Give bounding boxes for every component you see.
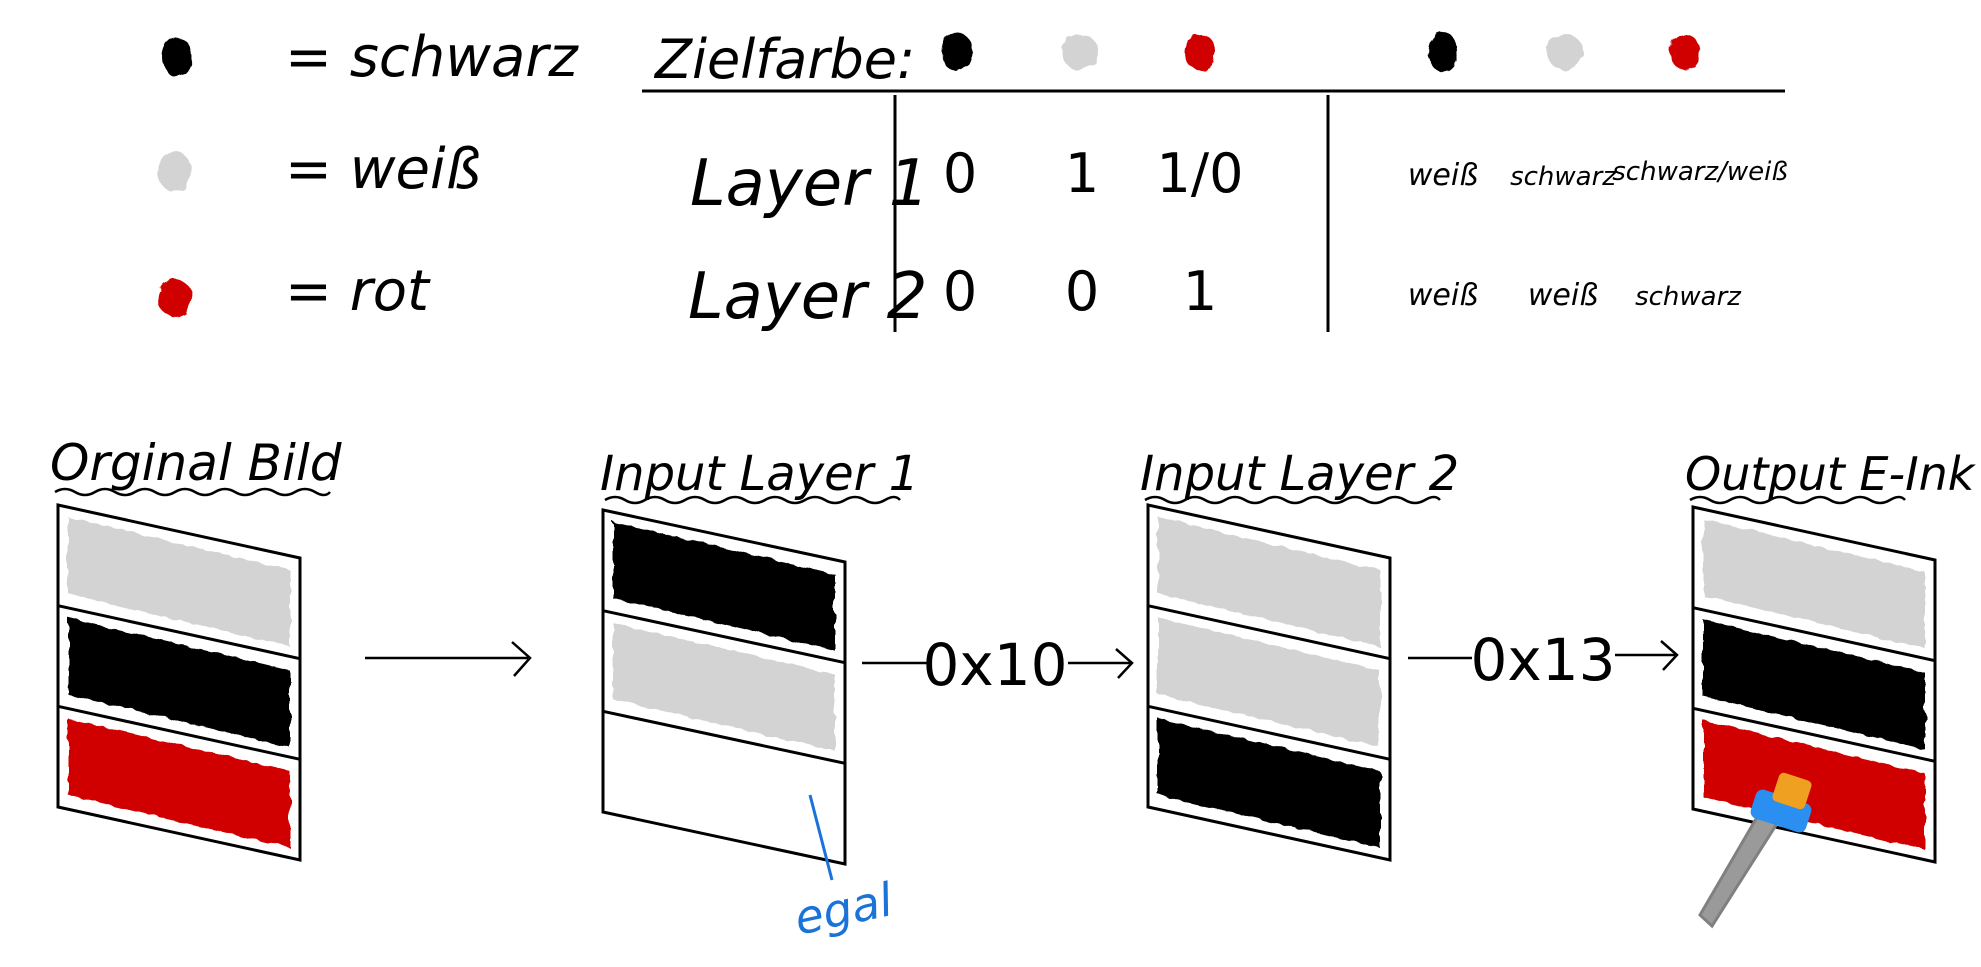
panel-divider-2 (1147, 704, 1391, 761)
target-swatch-white-2 (1547, 34, 1583, 70)
panel-title-underline-output-eink (1689, 495, 1906, 505)
panel-divider-2 (602, 709, 846, 765)
panel-band-1 (1158, 517, 1380, 647)
target-swatch-black-2 (1428, 32, 1458, 72)
stylus-icon (1698, 772, 1812, 929)
panel-frame-original (56, 503, 302, 862)
arrow-original-to-layer1 (365, 641, 532, 677)
annotation-text: egal (790, 872, 898, 945)
panel-band-3 (1703, 720, 1925, 850)
legend-label-red: = rot (285, 259, 431, 324)
panel-band-1 (68, 517, 290, 647)
target-swatch-white (1062, 34, 1098, 70)
legend-swatch-red (157, 280, 193, 316)
layer-1-color-red: schwarz/weiß (1612, 157, 1787, 187)
arrow-label-0x13: 0x13 (1470, 626, 1615, 694)
layer-2-value-black: 0 (943, 260, 977, 323)
layer-2-color-white: weiß (1528, 278, 1598, 313)
panel-title-input-layer-2: Input Layer 2 (1140, 446, 1459, 502)
panel-band-2 (68, 617, 290, 748)
layer-2-color-black: weiß (1408, 278, 1478, 313)
panel-title-original: Orginal Bild (50, 434, 342, 492)
layer-1-value-red: 1/0 (1157, 142, 1244, 205)
stylus-body (1698, 809, 1781, 929)
layer-1-value-white: 1 (1065, 142, 1099, 205)
panel-input-layer-1: Input Layer 1 (600, 446, 919, 866)
panel-band-3 (68, 718, 290, 848)
panel-divider-2 (57, 704, 301, 761)
panel-band-3 (1158, 718, 1380, 848)
panel-title-underline-original (54, 487, 331, 497)
panel-divider-1 (1692, 606, 1936, 663)
arrow-layer1-to-layer2: 0x10 (862, 631, 1134, 699)
panel-band-1 (1703, 519, 1925, 649)
panel-frame-input-layer-2 (1146, 503, 1392, 862)
row-label-layer-1: Layer 1 (690, 147, 930, 221)
panel-input-layer-2: Input Layer 2 (1140, 446, 1459, 862)
panel-divider-1 (1147, 604, 1391, 661)
panel-divider-1 (602, 609, 846, 665)
layer-2-value-red: 1 (1183, 260, 1217, 323)
layer-1-color-white: schwarz (1510, 162, 1617, 192)
stylus-tip (1772, 772, 1812, 810)
target-swatch-red (1184, 34, 1216, 70)
arrow-layer2-to-output: 0x13 (1408, 626, 1679, 694)
panel-frame-input-layer-1 (601, 508, 847, 866)
legend-label-black: = schwarz (285, 25, 579, 90)
panel-title-output-eink: Output E-Ink (1685, 447, 1977, 501)
layer-2-color-red: schwarz (1635, 282, 1742, 312)
panel-band-1 (613, 522, 835, 651)
panel-divider-1 (57, 604, 301, 661)
target-swatch-black (942, 32, 972, 72)
panel-original: Orginal Bild (50, 434, 342, 862)
legend-swatch-black (162, 37, 192, 77)
panel-band-2 (613, 622, 835, 752)
panel-title-underline-input-layer-1 (604, 495, 901, 505)
row-label-layer-2: Layer 2 (688, 260, 928, 334)
target-swatch-red-2 (1670, 34, 1700, 70)
panel-frame-output-eink (1691, 505, 1937, 864)
layer-1-value-black: 0 (943, 142, 977, 205)
panel-band-2 (1158, 617, 1380, 748)
table-header-label: Zielfarbe: (653, 28, 915, 91)
legend-item-black: = schwarz (162, 25, 579, 90)
legend-label-white: = weiß (285, 137, 481, 202)
layer-2-value-white: 0 (1065, 260, 1099, 323)
panel-title-input-layer-1: Input Layer 1 (600, 446, 919, 502)
annotation-pointer-line (808, 794, 834, 881)
panel-divider-2 (1692, 706, 1936, 763)
panel-band-2 (1703, 619, 1925, 750)
layer-1-color-black: weiß (1408, 158, 1478, 193)
panel-title-underline-input-layer-2 (1144, 495, 1441, 505)
legend-item-white: = weiß (158, 137, 481, 202)
arrow-label-0x10: 0x10 (922, 631, 1067, 699)
panel-output-eink: Output E-Ink (1685, 447, 1977, 864)
legend-item-red: = rot (157, 259, 431, 324)
encoding-table: Zielfarbe: Layer 1 Layer 2 0 1 1/0 0 0 1… (642, 28, 1788, 334)
legend-swatch-white (158, 152, 192, 192)
legend: = schwarz = weiß = rot (157, 25, 579, 324)
